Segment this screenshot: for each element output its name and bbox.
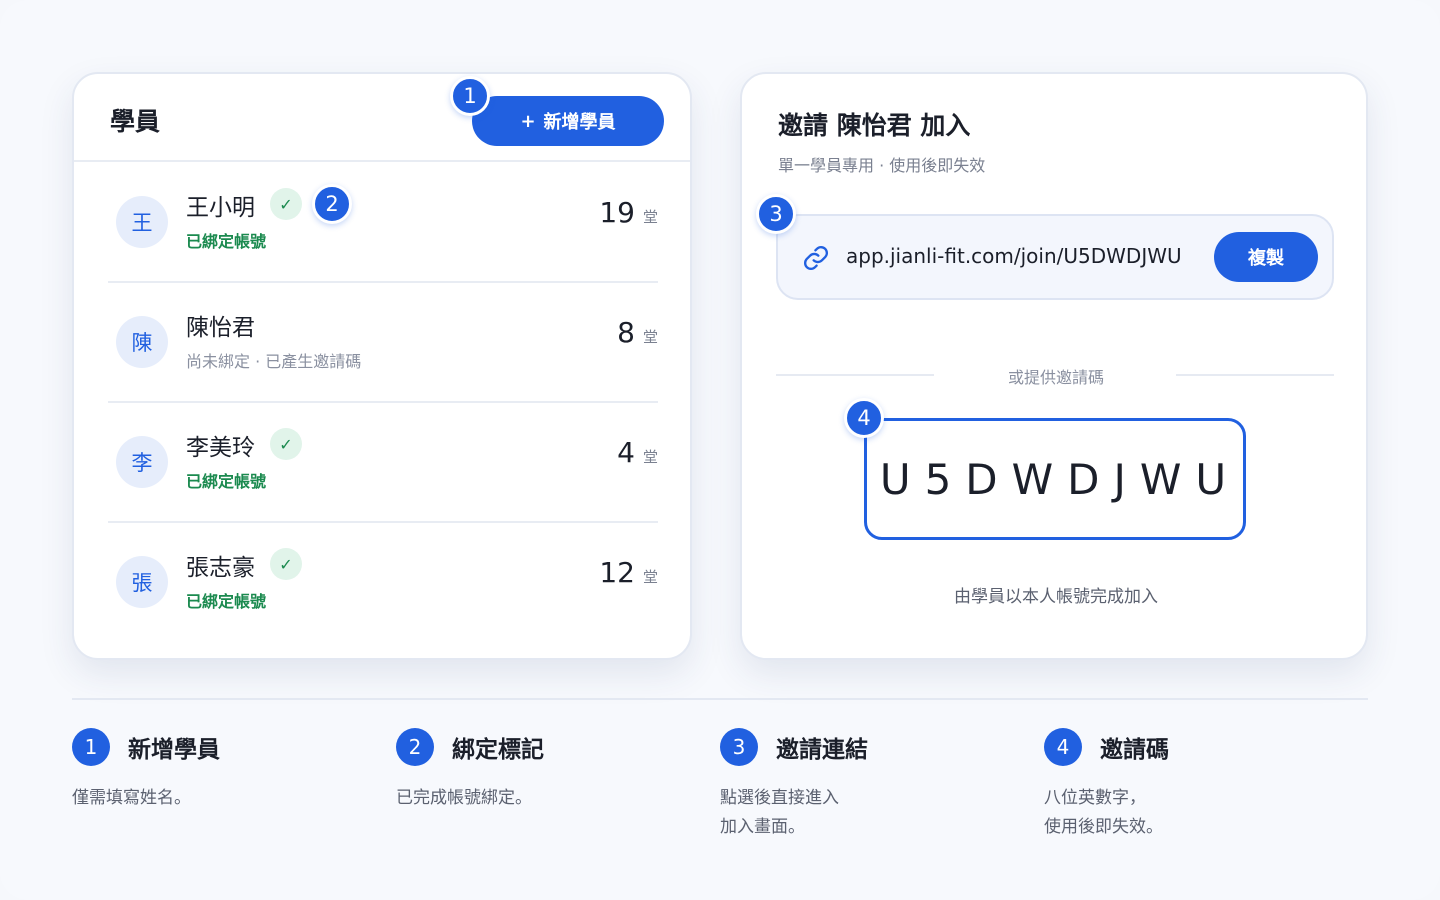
session-count-unit: 堂 — [642, 208, 658, 226]
avatar: 王 — [116, 196, 168, 248]
legend-description: 已完成帳號綁定。 — [396, 788, 532, 808]
row-divider — [108, 401, 658, 403]
students-card-header: 學員 + 新增學員 1 — [74, 74, 690, 162]
copy-button[interactable]: 複製 — [1214, 232, 1318, 282]
session-count-unit: 堂 — [642, 448, 658, 466]
callout-marker-2: 2 — [312, 184, 352, 224]
invite-subtitle: 單一學員專用 · 使用後即失效 — [778, 156, 986, 175]
invite-code-box[interactable]: U5DWDJWU — [864, 418, 1246, 540]
divider-line-right — [1176, 374, 1334, 376]
row-divider — [108, 521, 658, 523]
plus-icon: + — [520, 110, 536, 132]
link-icon — [804, 246, 828, 270]
legend-number: 2 — [396, 728, 434, 766]
student-row-wang[interactable]: 王 王小明 ✓ 2 已綁定帳號 19 堂 — [108, 162, 658, 282]
session-count-number: 4 — [617, 436, 635, 469]
session-count: 12 堂 — [599, 556, 658, 589]
session-count-number: 12 — [599, 556, 635, 589]
invite-card: 邀請 陳怡君 加入 單一學員專用 · 使用後即失效 app.jianli-fit… — [740, 72, 1368, 660]
avatar: 張 — [116, 556, 168, 608]
add-student-button[interactable]: + 新增學員 — [472, 96, 664, 146]
student-name: 王小明 — [186, 195, 255, 221]
callout-marker-1: 1 — [450, 76, 490, 116]
legend-number: 3 — [720, 728, 758, 766]
student-status: 已綁定帳號 — [186, 232, 267, 251]
session-count-unit: 堂 — [642, 568, 658, 586]
legend-divider — [72, 698, 1368, 700]
add-student-label: 新增學員 — [543, 112, 616, 133]
student-row-zhang[interactable]: 張 張志豪 ✓ 已綁定帳號 12 堂 — [108, 522, 658, 642]
session-count-number: 8 — [617, 316, 635, 349]
divider-line-left — [776, 374, 934, 376]
legend-description: 僅需填寫姓名。 — [72, 788, 191, 808]
invite-footer: 由學員以本人帳號完成加入 — [954, 587, 1158, 607]
session-count: 4 堂 — [617, 436, 658, 469]
avatar: 陳 — [116, 316, 168, 368]
legend-description: 八位英數字， 使用後即失效。 — [1044, 788, 1163, 837]
students-title: 學員 — [110, 107, 161, 136]
student-row-chen[interactable]: 陳 陳怡君 尚未綁定 · 已產生邀請碼 8 堂 — [108, 282, 658, 402]
students-card: 學員 + 新增學員 1 王 王小明 ✓ 2 已綁定帳號 19 堂 陳 陳怡君 尚… — [72, 72, 692, 660]
invite-link-url[interactable]: app.jianli-fit.com/join/U5DWDJWU — [846, 244, 1182, 268]
legend-description: 點選後直接進入 加入畫面。 — [720, 788, 839, 837]
session-count: 8 堂 — [617, 316, 658, 349]
session-count-number: 19 — [599, 196, 635, 229]
invite-link-box[interactable]: app.jianli-fit.com/join/U5DWDJWU 複製 — [776, 214, 1334, 300]
student-name: 陳怡君 — [186, 315, 255, 341]
legend-title: 邀請連結 — [776, 737, 868, 763]
check-icon: ✓ — [270, 548, 302, 580]
legend-number: 4 — [1044, 728, 1082, 766]
avatar: 李 — [116, 436, 168, 488]
legend-title: 邀請碼 — [1100, 737, 1169, 763]
student-status: 已綁定帳號 — [186, 472, 267, 491]
legend-number: 1 — [72, 728, 110, 766]
row-divider — [108, 281, 658, 283]
student-name: 張志豪 — [186, 555, 255, 581]
callout-marker-4: 4 — [844, 398, 884, 438]
student-status: 已綁定帳號 — [186, 592, 267, 611]
invite-title: 邀請 陳怡君 加入 — [778, 111, 971, 140]
session-count-unit: 堂 — [642, 328, 658, 346]
legend-title: 綁定標記 — [452, 737, 544, 763]
student-row-li[interactable]: 李 李美玲 ✓ 已綁定帳號 4 堂 — [108, 402, 658, 522]
student-status: 尚未綁定 · 已產生邀請碼 — [186, 352, 362, 371]
student-name: 李美玲 — [186, 435, 255, 461]
legend-title: 新增學員 — [128, 737, 220, 763]
check-icon: ✓ — [270, 188, 302, 220]
check-icon: ✓ — [270, 428, 302, 460]
or-invite-code-label: 或提供邀請碼 — [1007, 368, 1104, 387]
callout-marker-3: 3 — [756, 194, 796, 234]
session-count: 19 堂 — [599, 196, 658, 229]
invite-code: U5DWDJWU — [879, 454, 1241, 504]
